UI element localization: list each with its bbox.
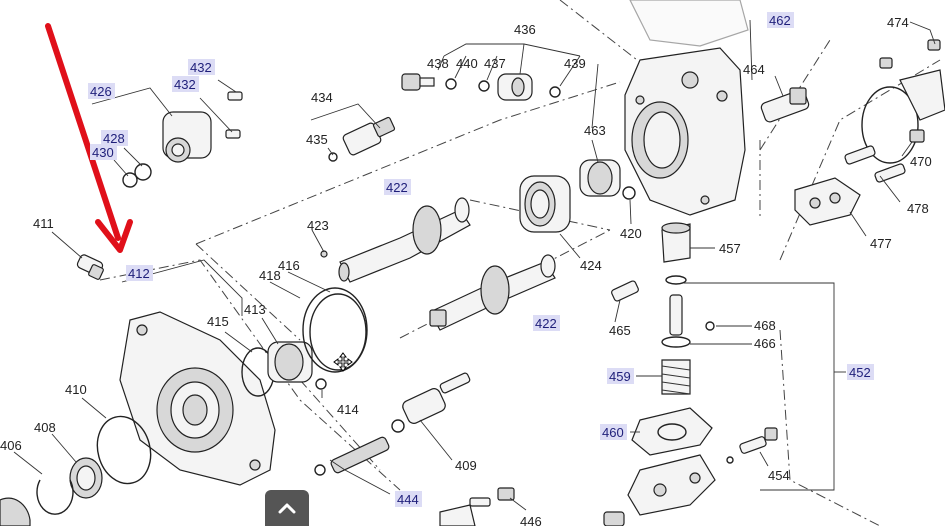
callout-466[interactable]: 466 xyxy=(754,336,776,351)
plug-411 xyxy=(76,254,104,280)
chevron-up-icon xyxy=(278,503,296,514)
callout-454[interactable]: 454 xyxy=(768,468,790,483)
callout-465[interactable]: 465 xyxy=(609,323,631,338)
hotspot-462[interactable]: 462 xyxy=(769,13,791,28)
red-pointer-arrow xyxy=(45,23,133,253)
right-side-parts xyxy=(794,39,945,226)
front-seals xyxy=(0,415,152,526)
bolt-assembly-438 xyxy=(401,73,561,101)
callout-464[interactable]: 464 xyxy=(743,62,765,77)
hotspot-426[interactable]: 426 xyxy=(90,84,112,99)
callout-478[interactable]: 478 xyxy=(907,201,929,216)
callout-434[interactable]: 434 xyxy=(311,90,333,105)
camshaft-422-upper xyxy=(338,197,471,283)
callout-424[interactable]: 424 xyxy=(580,258,602,273)
front-housing-412 xyxy=(119,311,276,486)
bearing-424 xyxy=(519,175,571,233)
callout-418[interactable]: 418 xyxy=(259,268,281,283)
valve-409 xyxy=(314,372,471,476)
camshaft-422-lower xyxy=(429,254,556,331)
callout-409[interactable]: 409 xyxy=(455,458,477,473)
callout-414[interactable]: 414 xyxy=(337,402,359,417)
fitting-454 xyxy=(726,427,778,464)
callout-410[interactable]: 410 xyxy=(65,382,87,397)
callout-457[interactable]: 457 xyxy=(719,241,741,256)
bolt-446 xyxy=(439,487,515,526)
callout-436[interactable]: 436 xyxy=(514,22,536,37)
valve-426 xyxy=(122,91,243,188)
callout-440[interactable]: 440 xyxy=(456,56,478,71)
hotspot-432-bottom[interactable]: 432 xyxy=(174,77,196,92)
sensor-434 xyxy=(328,116,396,162)
callout-406[interactable]: 406 xyxy=(0,438,22,453)
hotspot-430[interactable]: 430 xyxy=(92,145,114,160)
callout-423[interactable]: 423 xyxy=(307,218,329,233)
callout-411[interactable]: 411 xyxy=(33,216,54,231)
leader-lines xyxy=(13,19,936,511)
callout-438[interactable]: 438 xyxy=(427,56,449,71)
hotspot-422-lower[interactable]: 422 xyxy=(535,316,557,331)
pump-element-column xyxy=(603,222,716,526)
pump-housing-462 xyxy=(624,0,749,216)
callout-435[interactable]: 435 xyxy=(306,132,328,147)
highlighted-part-labels: 426 432 432 428 430 462 422 422 412 459 … xyxy=(88,12,874,507)
move-cursor-icon xyxy=(333,352,353,372)
callout-470[interactable]: 470 xyxy=(910,154,932,169)
callout-408[interactable]: 408 xyxy=(34,420,56,435)
callout-474[interactable]: 474 xyxy=(887,15,909,30)
fitting-464 xyxy=(760,87,810,123)
hotspot-460[interactable]: 460 xyxy=(602,425,624,440)
callout-463[interactable]: 463 xyxy=(584,123,606,138)
callout-416[interactable]: 416 xyxy=(278,258,300,273)
sleeve-463 xyxy=(579,159,636,200)
hotspot-432-top[interactable]: 432 xyxy=(190,60,212,75)
hotspot-422-upper[interactable]: 422 xyxy=(386,180,408,195)
hotspot-444[interactable]: 444 xyxy=(397,492,419,507)
scroll-to-top-button[interactable] xyxy=(265,490,309,526)
callout-437[interactable]: 437 xyxy=(484,56,506,71)
bearing-stack-413 xyxy=(241,250,368,397)
callout-415[interactable]: 415 xyxy=(207,314,229,329)
callout-413[interactable]: 413 xyxy=(244,302,266,317)
hotspot-428[interactable]: 428 xyxy=(103,131,125,146)
callout-446[interactable]: 446 xyxy=(520,514,542,526)
callout-468[interactable]: 468 xyxy=(754,318,776,333)
hotspot-412[interactable]: 412 xyxy=(128,266,150,281)
callout-477[interactable]: 477 xyxy=(870,236,892,251)
hotspot-459[interactable]: 459 xyxy=(609,369,631,384)
callout-420[interactable]: 420 xyxy=(620,226,642,241)
part-number-labels: 436 438 440 437 439 434 435 463 464 474 … xyxy=(0,15,932,526)
callout-439[interactable]: 439 xyxy=(564,56,586,71)
hotspot-452[interactable]: 452 xyxy=(849,365,871,380)
